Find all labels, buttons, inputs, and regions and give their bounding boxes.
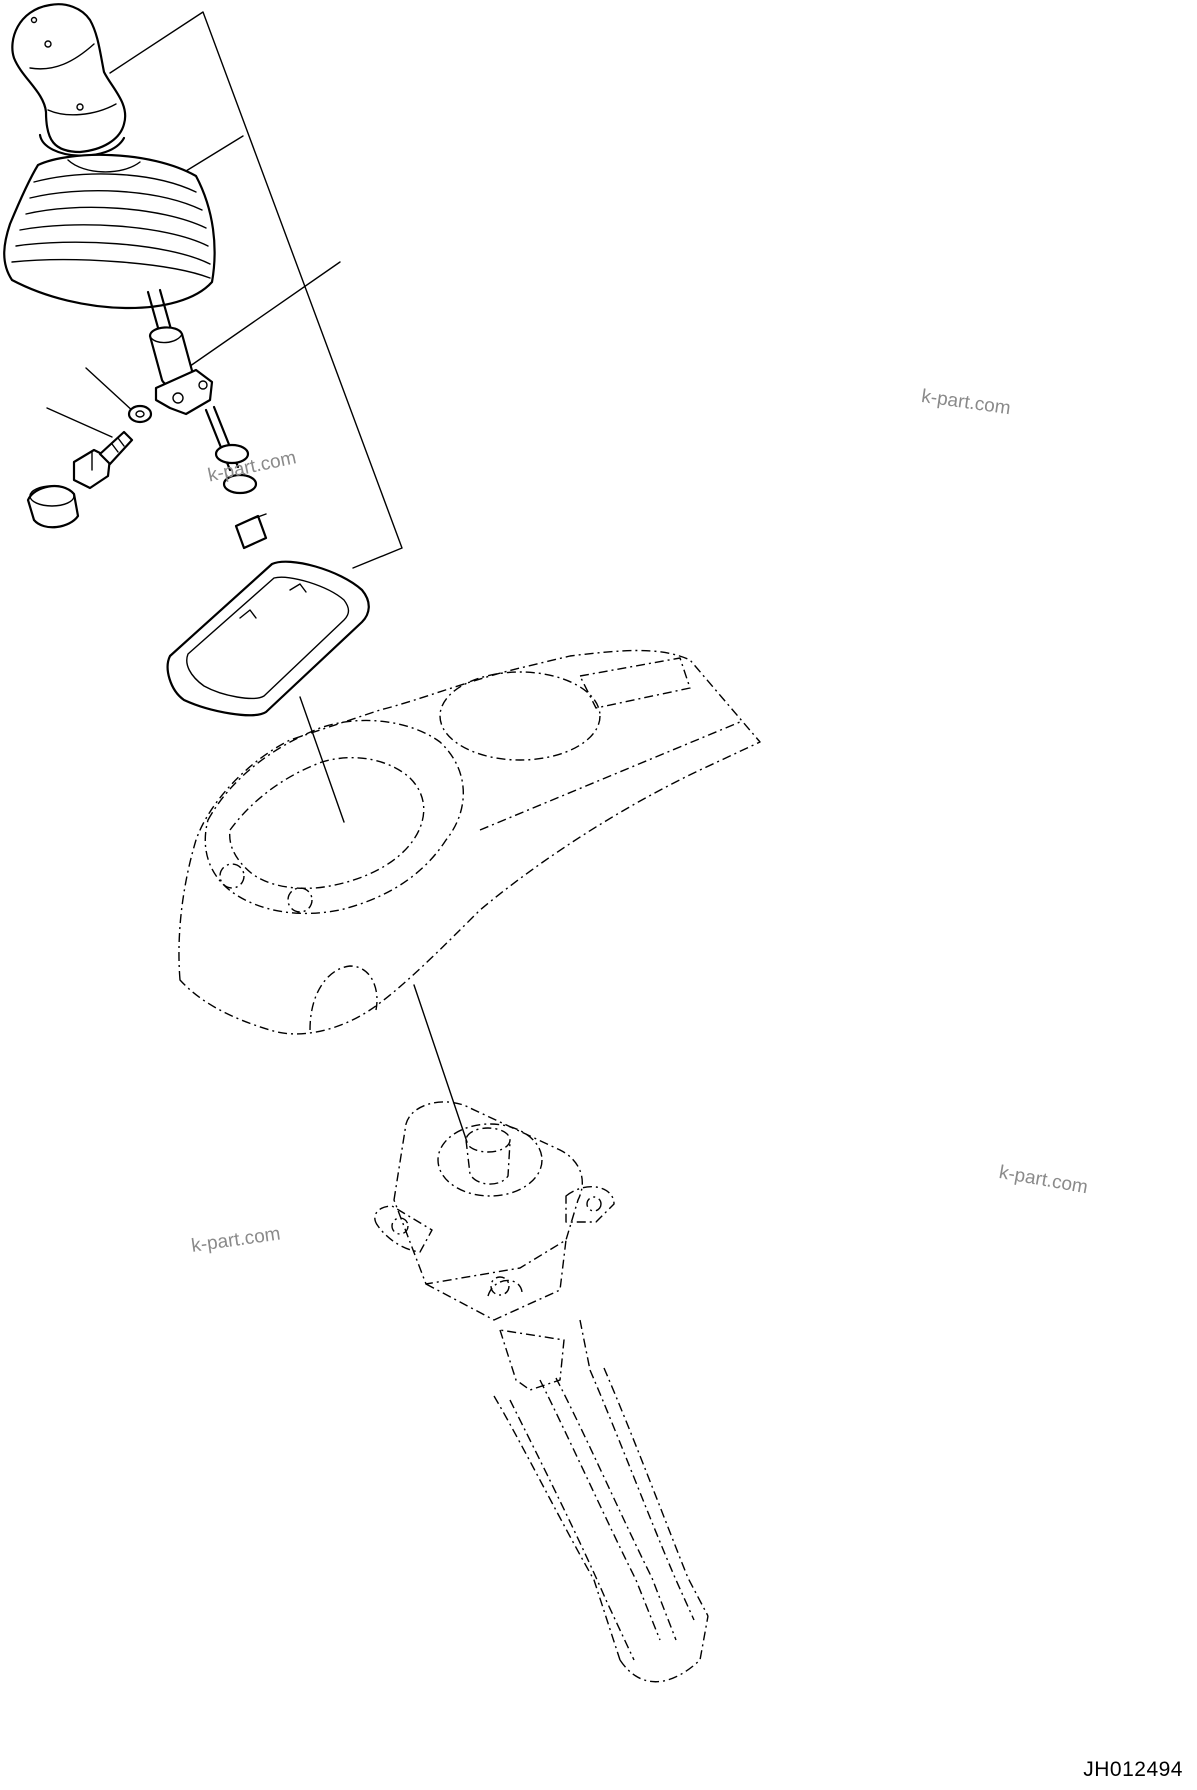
lever-grip	[11, 3, 127, 179]
callout-lines	[46, 11, 468, 1143]
bolt	[72, 430, 134, 490]
cap	[26, 484, 80, 529]
pilot-valve	[374, 1101, 709, 1683]
console-phantom	[178, 649, 761, 1035]
cover-plate	[166, 560, 370, 717]
lever-rod-assembly	[146, 288, 268, 550]
drawing-number: JH012494	[1083, 1758, 1183, 1781]
rubber-boot	[3, 153, 216, 310]
washer	[127, 404, 153, 424]
